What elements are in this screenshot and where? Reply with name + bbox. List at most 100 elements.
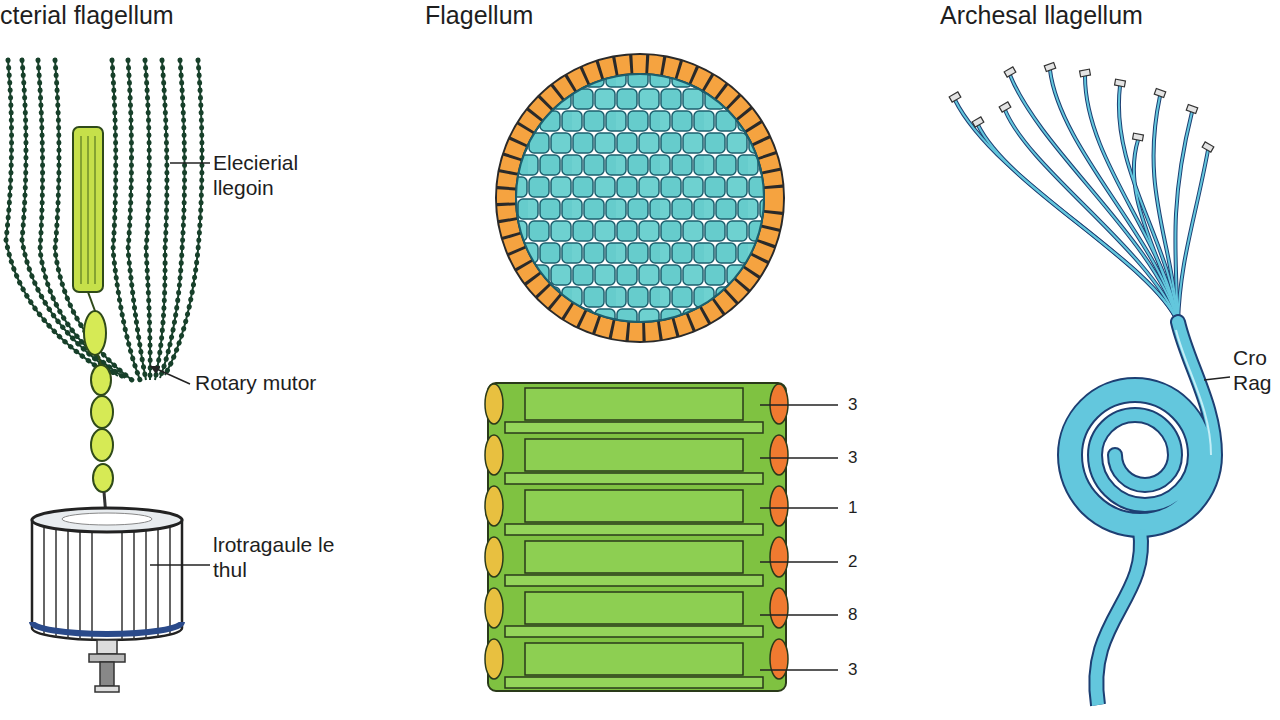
tube-tail [1096,530,1141,705]
flagellar-filament [22,60,118,376]
layer-panel [525,592,743,624]
motor-shaft [97,640,117,654]
rod-stripe [94,136,96,284]
flagellar-filament [38,60,125,378]
archaeal-filament [1178,150,1208,322]
stack-frame [488,383,786,691]
rod-neck [98,355,101,365]
ring-bead [91,396,113,428]
layer-panel [525,643,743,675]
filament-tip [1186,104,1197,113]
archaeal-filament [1085,76,1178,322]
layer-bar [505,524,763,535]
filament-tip [972,117,984,127]
filament-bundle [6,60,202,380]
leader-line [760,457,838,459]
motor-top [32,508,182,532]
filament-tuft [955,70,1208,322]
flagellar-filament [160,60,185,378]
filament-beads [6,60,202,380]
archaeal-filament [978,125,1178,322]
motor-rib [91,532,93,640]
motor-ribs [44,528,170,640]
side-bump [485,537,503,577]
side-bump [485,384,503,424]
motor-shaft [89,654,125,662]
callout-number: 2 [848,552,857,572]
motor-rib [43,528,45,634]
rod-stripe [80,136,82,284]
ring-bead [91,429,113,461]
filament-tip [1133,133,1144,141]
layer-bar [505,677,763,688]
callout-number: 3 [848,395,857,415]
flagellar-filament [165,60,202,375]
side-bump [770,384,788,424]
filament-tip [999,102,1011,112]
coiled-tube [1065,322,1215,530]
filament-tip [1154,88,1165,97]
cell-core [510,70,770,330]
ring-bead [84,311,106,355]
flagellar-filament [145,60,150,380]
layer-bar [505,422,763,433]
side-bump [770,435,788,475]
leader-arrowhead [150,366,160,374]
side-bump [770,588,788,628]
archaeal-filament [1175,112,1192,322]
filament-tip [1080,69,1091,77]
tube-tail-outline [1096,530,1141,705]
filament-tip [1044,62,1055,71]
side-bump [770,639,788,679]
callout-number: 1 [848,498,857,518]
motor-top-inner [62,513,152,525]
leader-line [760,614,838,616]
archaeal-filament [1178,150,1208,322]
motor-rib [121,532,123,640]
layer-panel [525,541,743,573]
archaeal-filament [1175,112,1192,322]
motor-rib [79,532,81,640]
leader-line [760,507,838,509]
outer-ring-segments [506,64,774,332]
leader-line [150,366,190,384]
archaeal-filament [1134,140,1178,322]
archaeal-filament [1010,75,1178,322]
leader-line [1204,377,1230,380]
motor-rib [67,531,69,639]
side-bump [485,639,503,679]
callout-lines [760,405,838,670]
leader-line [760,669,838,671]
leader-line [150,564,210,566]
leader-line [760,404,838,406]
motor-rib [55,530,57,637]
ring-bead [91,365,111,395]
archaeal-filament [1119,86,1178,322]
flagellar-filament [155,60,167,380]
side-bump [770,486,788,526]
flagellar-filament [55,60,132,380]
filament-tip [1202,142,1214,152]
flagellar-filament [112,60,140,380]
leader-line [170,162,210,164]
side-bump [485,588,503,628]
filament-tip [949,92,961,102]
flagellar-filament [38,60,125,378]
panel-heading: Flagellum [425,0,533,30]
flagellar-filament [145,60,150,380]
layer-bar [505,473,763,484]
part-label: Rotary mutor [195,370,316,395]
layer-panel [525,490,743,522]
filament-tip [1004,67,1016,77]
side-bump [485,435,503,475]
side-bump [485,486,503,526]
motor-rib [133,532,135,640]
rod-stripe [87,136,89,284]
archaeal-filament [1050,70,1178,322]
tube-highlight [1176,330,1211,455]
panel-heading: cterial flagellum [0,0,174,30]
panel-heading: Archesal llagellum [940,0,1143,30]
filament-tips [949,62,1214,152]
filament-tip [1115,79,1126,87]
